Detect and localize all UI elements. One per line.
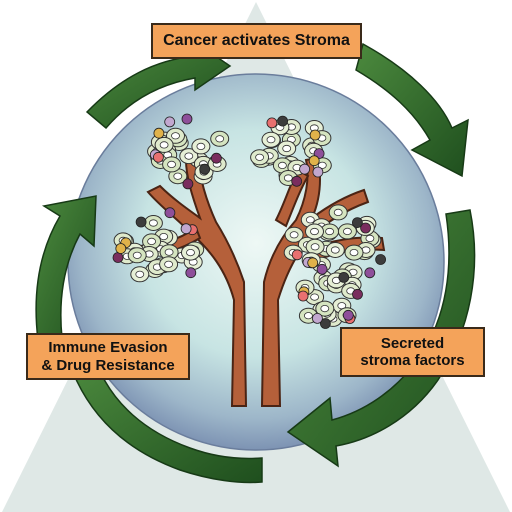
cell-nucleus bbox=[266, 136, 276, 144]
stromal-cell bbox=[342, 309, 354, 321]
stromal-cell bbox=[210, 152, 222, 164]
stromal-cell bbox=[152, 151, 164, 163]
cell-nucleus bbox=[365, 234, 375, 242]
stromal-cell bbox=[181, 113, 193, 125]
cell-clusters bbox=[112, 113, 387, 329]
label-cancer-activates-stroma: Cancer activates Stroma bbox=[151, 23, 362, 59]
cell-nucleus bbox=[159, 141, 169, 149]
stromal-cell bbox=[307, 257, 319, 269]
stromal-cell bbox=[375, 254, 387, 265]
cell-nucleus bbox=[282, 144, 292, 153]
cell-nucleus bbox=[255, 153, 265, 161]
cell-nucleus bbox=[320, 304, 330, 313]
cell-nucleus bbox=[330, 246, 340, 254]
cell-nucleus bbox=[164, 260, 174, 268]
label-top-text: Cancer activates Stroma bbox=[163, 31, 350, 49]
cell-nucleus bbox=[132, 251, 142, 259]
stromal-cell bbox=[291, 249, 303, 261]
cell-nucleus bbox=[164, 248, 174, 256]
stromal-cell bbox=[199, 163, 211, 175]
cell-nucleus bbox=[349, 249, 359, 257]
cell-nucleus bbox=[148, 219, 158, 227]
arrow-left bbox=[35, 195, 97, 341]
cell-nucleus bbox=[310, 293, 320, 301]
label-left-line2: & Drug Resistance bbox=[41, 356, 175, 374]
stromal-cell bbox=[153, 127, 165, 139]
cell-nucleus bbox=[342, 227, 352, 235]
stromal-cell bbox=[115, 243, 127, 254]
stromal-cell bbox=[309, 129, 321, 141]
stromal-cell bbox=[316, 263, 328, 275]
stromal-cell bbox=[297, 290, 309, 302]
stromal-cell bbox=[360, 222, 372, 234]
cell-nucleus bbox=[317, 161, 327, 169]
stromal-cell bbox=[135, 216, 147, 228]
cell-nucleus bbox=[186, 249, 195, 257]
stromal-cell bbox=[319, 318, 331, 329]
stromal-cell bbox=[185, 267, 197, 279]
label-immune-evasion: Immune Evasion & Drug Resistance bbox=[26, 333, 190, 380]
stromal-cell bbox=[338, 271, 350, 283]
stromal-cell bbox=[311, 312, 323, 324]
cell-nucleus bbox=[277, 161, 287, 169]
stromal-cell bbox=[352, 288, 363, 300]
cell-nucleus bbox=[135, 270, 145, 278]
cell-nucleus bbox=[215, 135, 225, 143]
arrow-top-right bbox=[355, 42, 469, 178]
stromal-cell bbox=[364, 267, 376, 279]
stromal-cell bbox=[112, 252, 124, 263]
cell-nucleus bbox=[289, 231, 299, 239]
cell-nucleus bbox=[310, 227, 319, 236]
stromal-cell bbox=[299, 163, 311, 175]
stromal-cell bbox=[182, 178, 194, 190]
stromal-cell bbox=[180, 223, 192, 235]
arrow-top-left bbox=[85, 40, 232, 130]
cell-nucleus bbox=[196, 142, 206, 150]
cell-nucleus bbox=[305, 216, 315, 224]
stromal-cell bbox=[351, 217, 363, 229]
cell-nucleus bbox=[184, 152, 194, 160]
stromal-cell bbox=[164, 207, 176, 219]
stromal-cell bbox=[277, 115, 289, 127]
cell-nucleus bbox=[333, 208, 343, 216]
label-secreted-stroma-factors: Secreted stroma factors bbox=[340, 327, 485, 377]
cell-nucleus bbox=[310, 243, 320, 251]
cell-nucleus bbox=[159, 233, 169, 241]
cell-nucleus bbox=[167, 160, 177, 168]
label-right-line2: stroma factors bbox=[360, 352, 465, 369]
label-right-line1: Secreted bbox=[380, 334, 445, 352]
label-left-line1: Immune Evasion bbox=[48, 339, 168, 357]
stromal-cell bbox=[312, 166, 324, 178]
cell-nucleus bbox=[303, 312, 313, 320]
stromal-cell bbox=[308, 155, 320, 167]
stromal-cell bbox=[291, 175, 303, 187]
cell-nucleus bbox=[171, 132, 180, 140]
stromal-cell bbox=[266, 117, 278, 129]
stromal-cell bbox=[164, 116, 176, 128]
cell-nucleus bbox=[173, 172, 183, 180]
cell-nucleus bbox=[325, 227, 335, 236]
cell-nucleus bbox=[283, 174, 293, 182]
cell-nucleus bbox=[147, 237, 157, 245]
